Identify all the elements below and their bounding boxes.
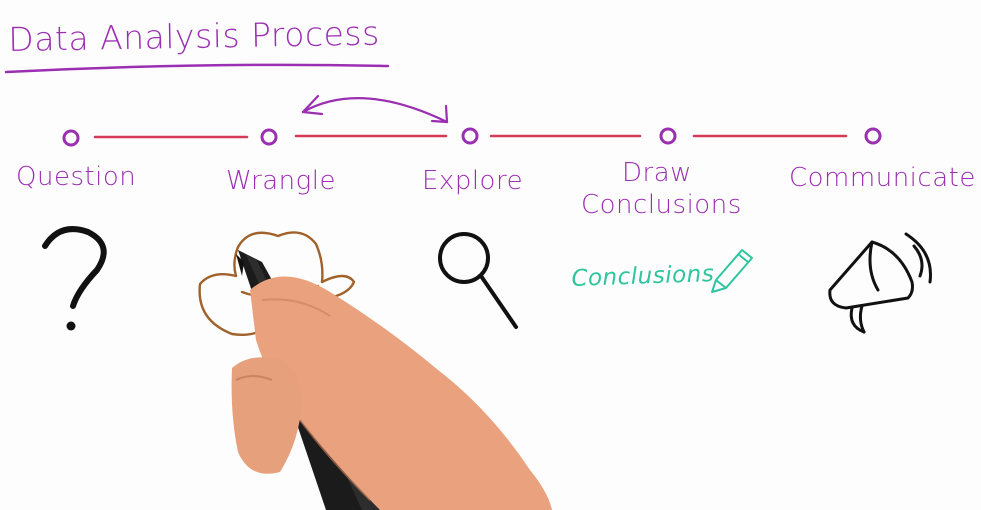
node-wrangle <box>260 128 278 146</box>
step-label-question: Question <box>16 162 137 192</box>
pencil-icon <box>711 249 753 293</box>
timeline-nodes <box>62 127 882 147</box>
page-title: Data Analysis Process <box>8 13 381 59</box>
magnifying-glass-icon <box>438 232 518 329</box>
megaphone-icon <box>828 232 932 334</box>
step-label-communicate: Communicate <box>789 163 976 193</box>
step-label-explore: Explore <box>422 166 524 196</box>
node-question <box>62 129 80 147</box>
conclusions-note: Conclusions <box>571 261 715 292</box>
title-underline <box>4 63 390 74</box>
node-explore <box>461 127 479 145</box>
node-communicate <box>864 127 882 145</box>
question-mark-icon <box>42 226 107 331</box>
step-label-wrangle: Wrangle <box>226 166 336 196</box>
step-label-conclusions: Conclusions <box>581 190 742 220</box>
node-draw-conclusions <box>659 127 677 145</box>
timeline <box>93 134 848 139</box>
loop-arrow <box>301 94 449 124</box>
hand-with-marker <box>231 250 552 510</box>
step-label-draw: Draw <box>622 158 692 188</box>
